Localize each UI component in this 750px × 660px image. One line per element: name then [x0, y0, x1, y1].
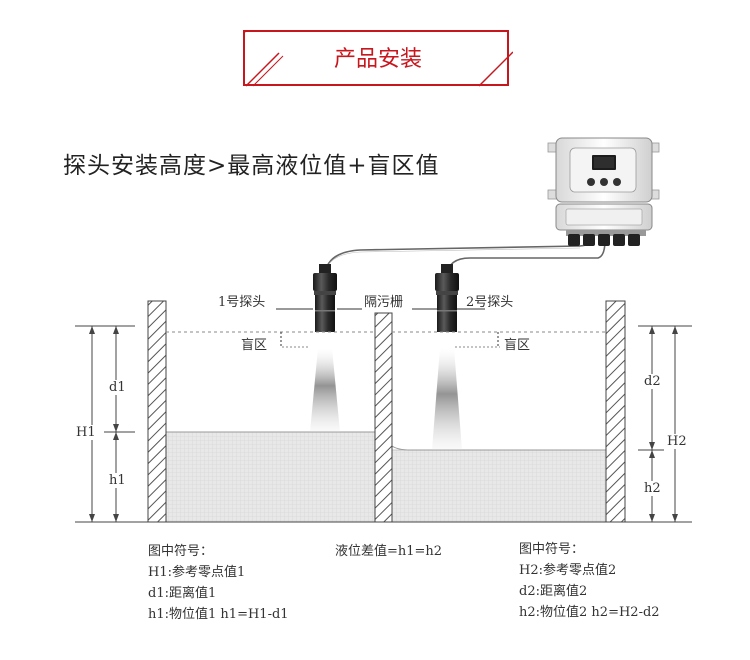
tank-wall-left	[147, 300, 167, 523]
legend-left-line: H1:参考零点值1	[148, 565, 246, 580]
grille-label: 隔污栅	[364, 295, 404, 310]
dim-h2-label: h2	[644, 481, 661, 496]
probe2-icon	[435, 264, 459, 332]
tank-wall-right	[605, 300, 626, 523]
probe1-cable	[324, 237, 593, 277]
legend-level-difference: 液位差值=h1=h2	[335, 544, 443, 559]
installation-rule-heading: 探头安装高度>最高液位值+盲区值	[63, 153, 440, 179]
dim-d2-label: d2	[644, 374, 661, 389]
controller-unit-icon	[547, 137, 660, 246]
probe1-beam	[310, 348, 340, 432]
liquid-left	[165, 431, 376, 523]
legend-right: 图中符号： H2:参考零点值2 d2:距离值2 h2:物位值2 h2=H2-d2	[519, 539, 660, 623]
blind-zone-label-2: 盲区	[504, 338, 531, 353]
grille-wall	[374, 312, 393, 523]
legend-left-title: 图中符号：	[148, 544, 214, 559]
legend-right-title: 图中符号：	[519, 542, 585, 557]
probe1-label: 1号探头	[218, 295, 266, 310]
banner-title: 产品安装	[333, 47, 422, 72]
legend-left: 图中符号： H1:参考零点值1 d1:距离值1 h1:物位值1 h1=H1-d1	[148, 541, 289, 625]
legend-left-line: d1:距离值1	[148, 586, 217, 601]
probe2-beam	[432, 348, 462, 450]
dim-h1-label: h1	[109, 473, 126, 488]
section-banner: 产品安装	[243, 30, 513, 90]
dim-H2-label: H2	[667, 434, 687, 449]
probe1-icon	[313, 264, 337, 332]
legend-right-line: H2:参考零点值2	[519, 563, 617, 578]
blind-zone-label-1: 盲区	[241, 338, 268, 353]
legend-right-line: h2:物位值2 h2=H2-d2	[519, 605, 660, 620]
probe2-label: 2号探头	[466, 295, 514, 310]
dim-d1-label: d1	[109, 380, 126, 395]
dim-H1-label: H1	[76, 425, 96, 440]
liquid-right	[391, 449, 607, 523]
legend-middle: 液位差值=h1=h2	[335, 541, 442, 562]
legend-left-line: h1:物位值1 h1=H1-d1	[148, 607, 289, 622]
banner-corner-decoration	[243, 30, 513, 87]
legend-right-line: d2:距离值2	[519, 584, 588, 599]
